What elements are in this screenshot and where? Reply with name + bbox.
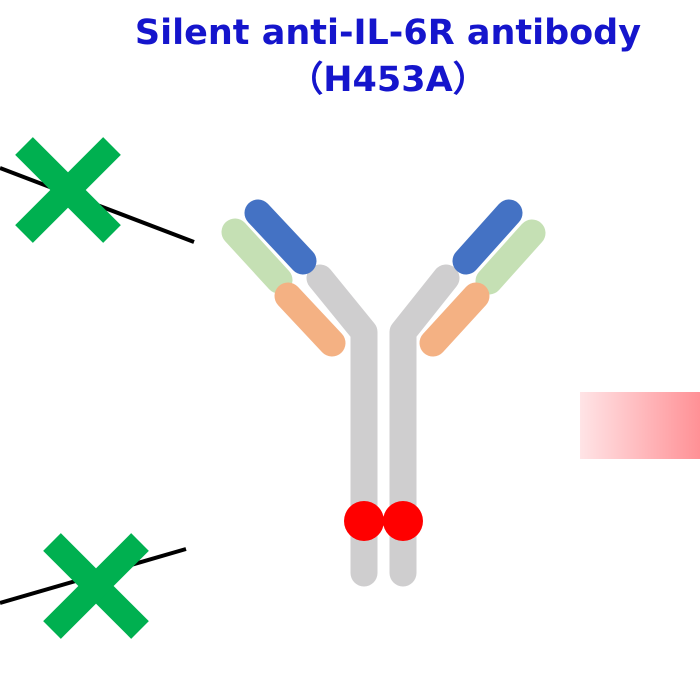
cross-icon bbox=[43, 533, 149, 639]
heavy-chain-right bbox=[389, 264, 460, 587]
antibody bbox=[221, 199, 546, 587]
arrow-shape bbox=[580, 392, 700, 459]
diagram-subtitle: （H453A） bbox=[288, 60, 488, 100]
variable-heavy-domain-right bbox=[452, 199, 523, 275]
variable-heavy-domain-left bbox=[244, 199, 317, 275]
cross-icon bbox=[15, 137, 121, 243]
variable-light-domain-right bbox=[475, 219, 546, 295]
constant-light-domain-right bbox=[419, 282, 490, 357]
variable-light-domain-left bbox=[221, 218, 293, 294]
constant-light-domain-left bbox=[274, 282, 346, 357]
heavy-chain-left bbox=[306, 264, 378, 587]
mutation-site-right bbox=[383, 501, 423, 541]
mutation-site-left bbox=[344, 501, 384, 541]
diagram-title: Silent anti-IL-6R antibody bbox=[134, 13, 642, 53]
